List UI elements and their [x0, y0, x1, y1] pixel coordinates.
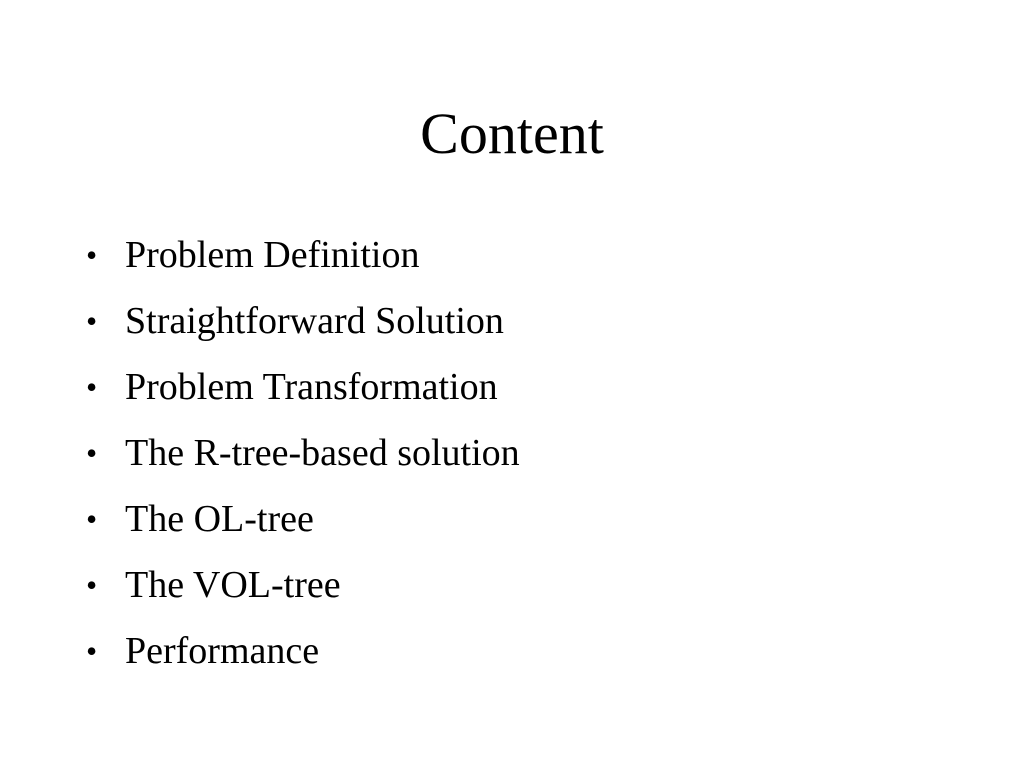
- list-item-label: The R-tree-based solution: [125, 432, 520, 474]
- slide-title: Content: [420, 101, 604, 166]
- list-item-label: Performance: [125, 630, 320, 672]
- bullet-icon: •: [86, 633, 98, 669]
- bullet-icon: •: [86, 567, 98, 603]
- bullet-icon: •: [86, 303, 98, 339]
- bullet-icon: •: [86, 237, 98, 273]
- list-item-label: Problem Definition: [125, 234, 420, 276]
- bullet-icon: •: [86, 501, 98, 537]
- list-item-label: The VOL-tree: [125, 564, 341, 606]
- list-item-label: The OL-tree: [125, 498, 314, 540]
- bullet-icon: •: [86, 369, 98, 405]
- list-item-label: Problem Transformation: [125, 366, 498, 408]
- list-item-label: Straightforward Solution: [125, 300, 504, 342]
- bullet-icon: •: [86, 435, 98, 471]
